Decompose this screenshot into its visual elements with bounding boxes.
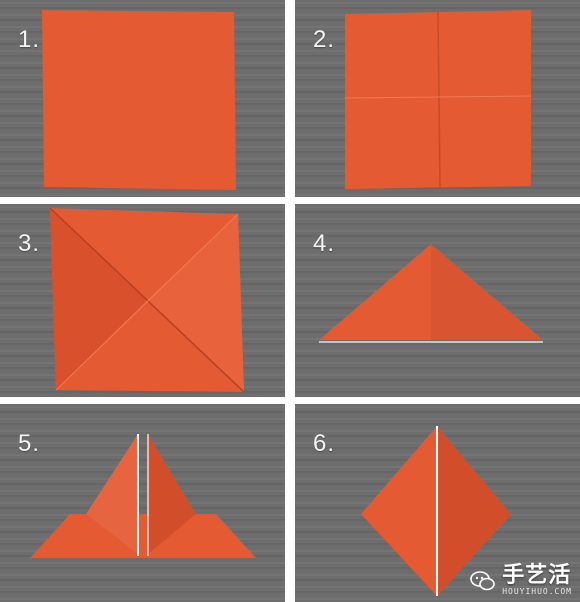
step-4-photo xyxy=(295,204,580,397)
step-number: 4. xyxy=(313,230,336,257)
paper-triangle-shade xyxy=(431,244,543,340)
paper-flap-left xyxy=(86,434,138,554)
step-6-photo xyxy=(295,404,580,602)
step-5-photo xyxy=(0,404,285,602)
step-1-panel: 1. xyxy=(0,0,285,197)
crease-diagonal xyxy=(55,213,239,391)
step-3-panel: 3. xyxy=(0,204,285,397)
step-2-panel: 2. xyxy=(295,0,580,197)
crease-horizontal xyxy=(344,95,532,99)
step-number: 3. xyxy=(18,230,41,257)
paper-square xyxy=(42,10,236,190)
step-1-photo xyxy=(0,0,285,197)
paper-facet xyxy=(50,208,147,390)
watermark-text: 手艺活 xyxy=(502,563,572,588)
step-6-panel: 6. 手艺活 HOUYIHUO.COM xyxy=(295,404,580,602)
step-2-photo xyxy=(295,0,580,197)
step-4-panel: 4. xyxy=(295,204,580,397)
watermark: 手艺活 HOUYIHUO.COM xyxy=(470,563,572,596)
step-3-photo xyxy=(0,204,285,397)
step-5-panel: 5. xyxy=(0,404,285,602)
crease-vertical xyxy=(437,11,441,189)
paper-flap-right xyxy=(148,434,196,554)
crease-diagonal xyxy=(49,207,245,393)
step-number: 2. xyxy=(313,26,336,53)
paper-facet xyxy=(147,214,244,392)
step-number: 5. xyxy=(18,430,41,457)
step-number: 6. xyxy=(313,430,336,457)
paper-base xyxy=(30,514,256,558)
paper-diamond-shade xyxy=(437,426,511,596)
paper-square xyxy=(345,10,531,189)
watermark-subtext: HOUYIHUO.COM xyxy=(502,587,572,596)
step-number: 1. xyxy=(18,26,41,53)
wechat-icon xyxy=(470,571,496,591)
